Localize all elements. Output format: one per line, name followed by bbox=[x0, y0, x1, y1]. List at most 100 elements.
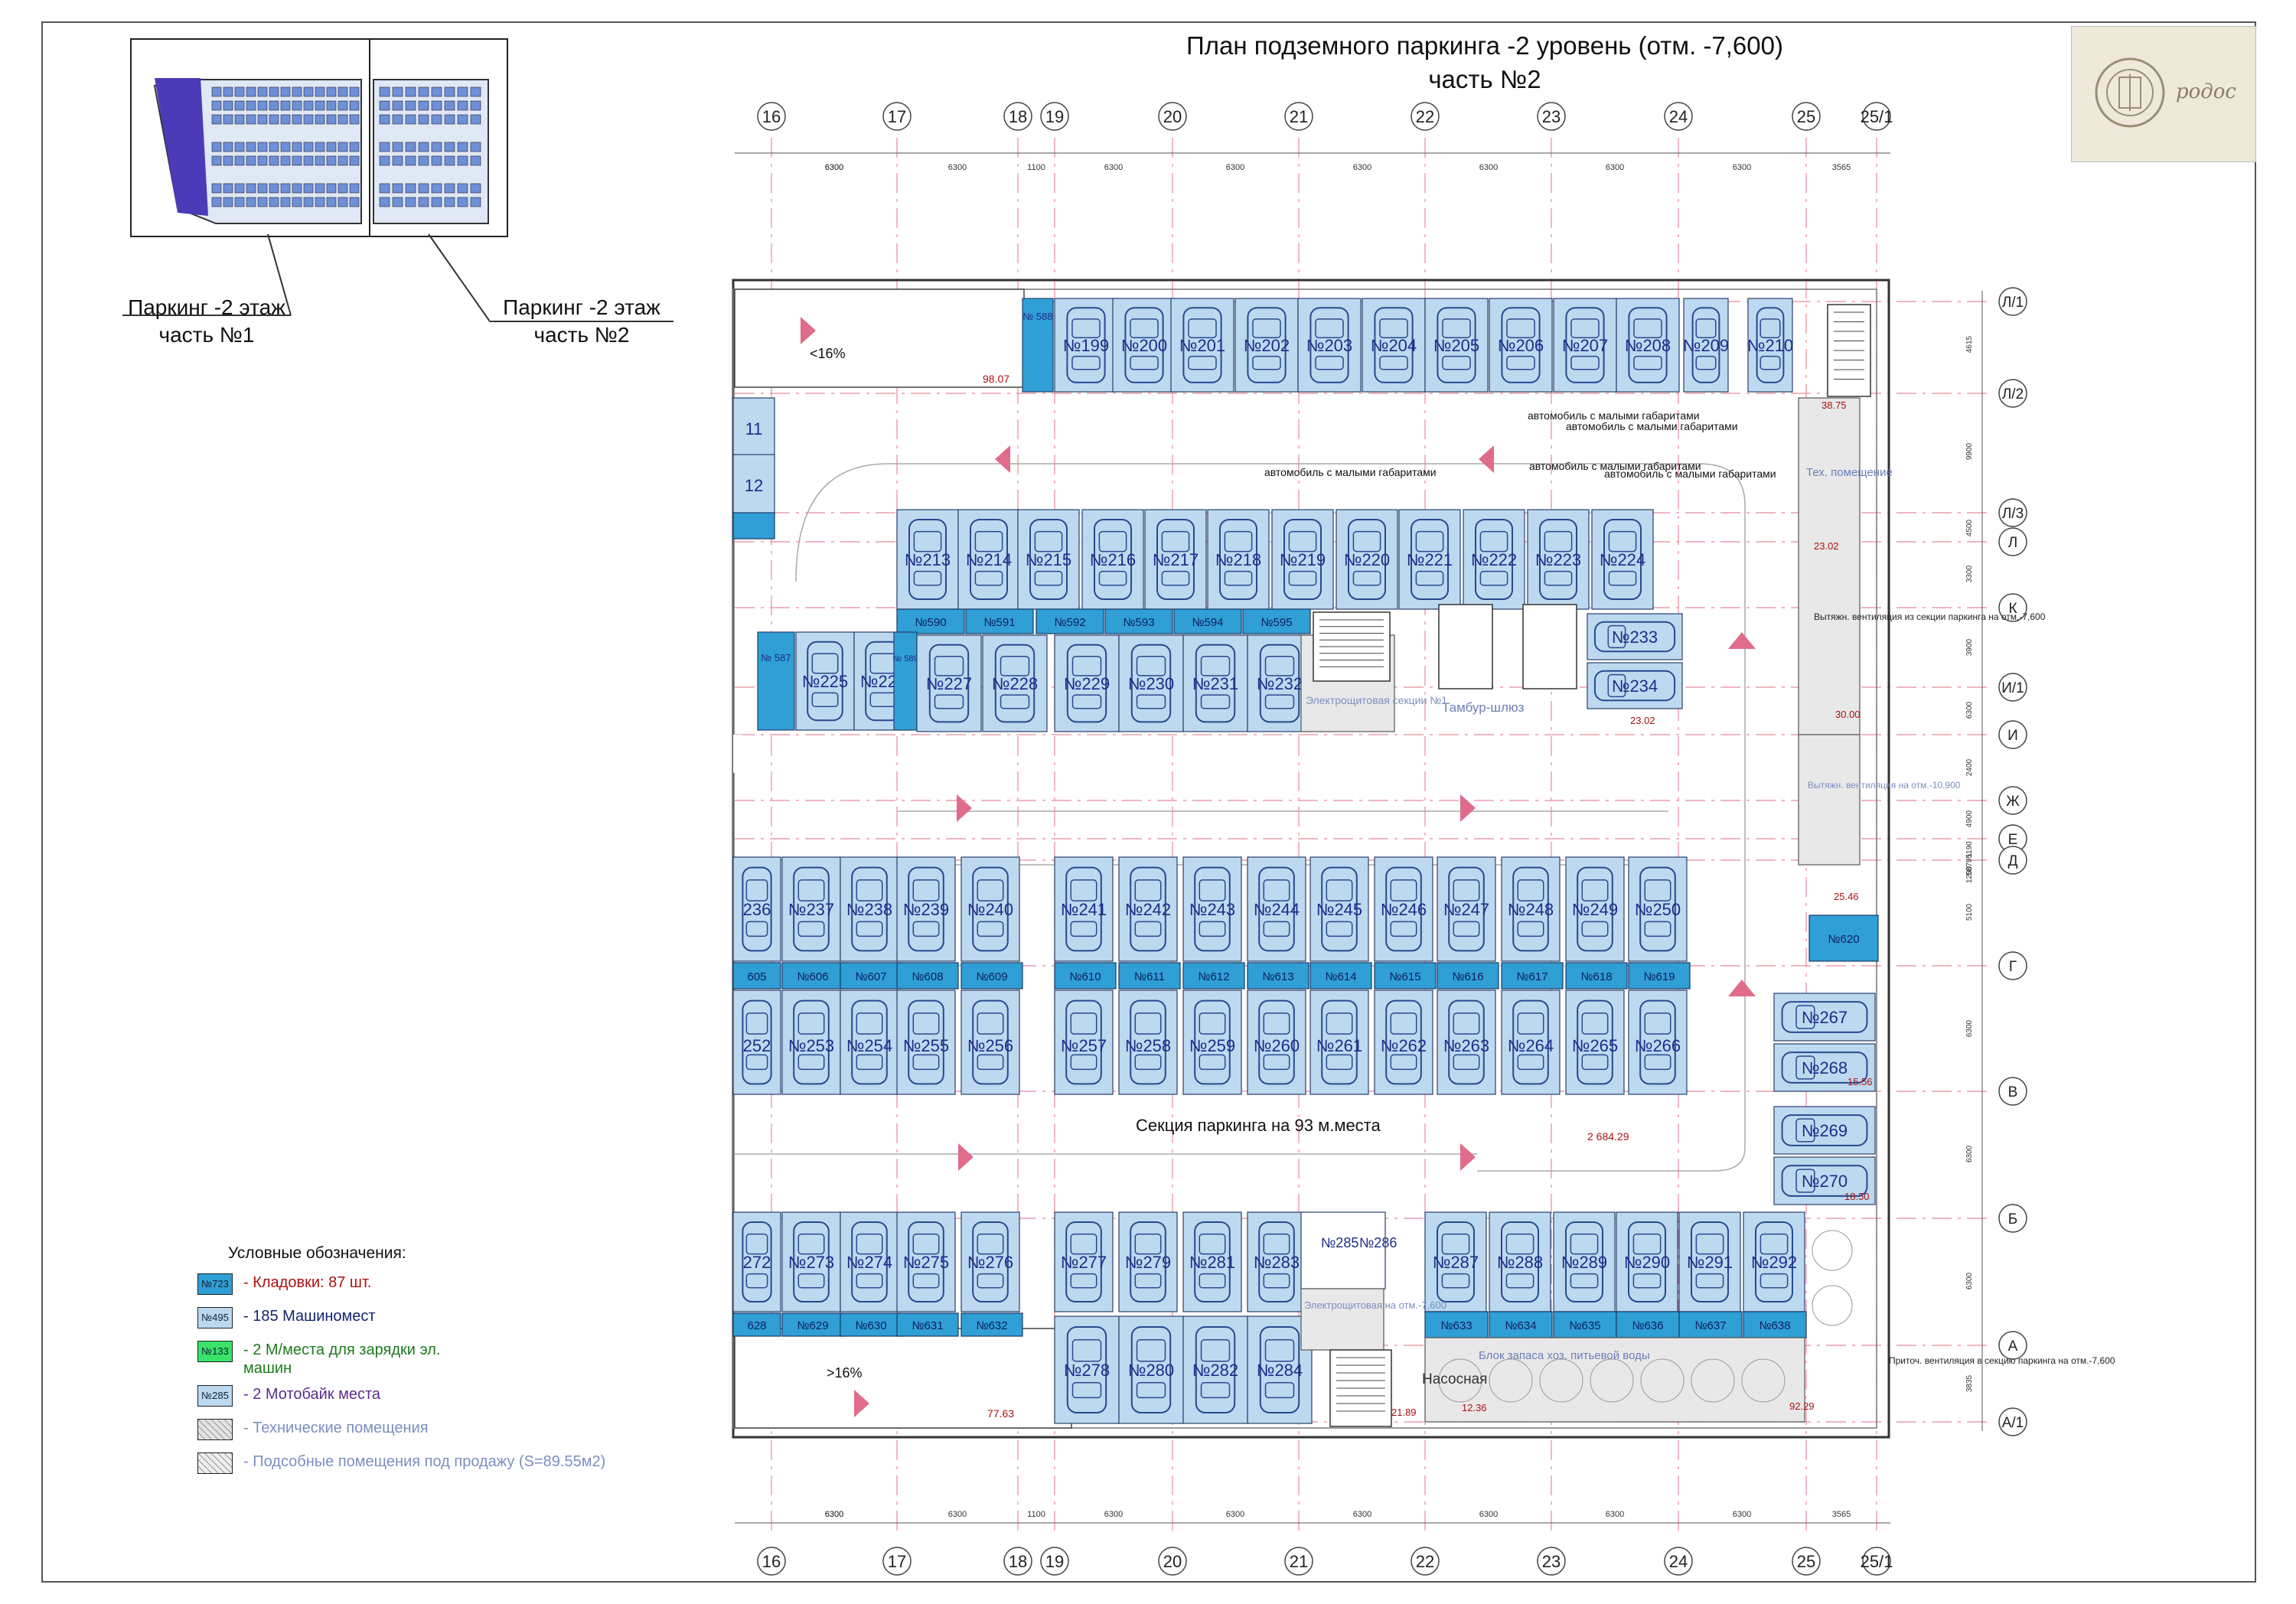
room-label-tambour: Тамбур-шлюз bbox=[1442, 700, 1525, 715]
parking-stall-label: №260 bbox=[1254, 1036, 1300, 1055]
key-plan-cell bbox=[457, 100, 468, 111]
car-windshield-icon bbox=[1760, 1233, 1789, 1255]
legend-item: №495- 185 Машиномест bbox=[197, 1307, 605, 1341]
parking-stall-label: №220 bbox=[1344, 550, 1390, 569]
parking-stall-box bbox=[1247, 989, 1306, 1095]
span-dim-top: 1100 bbox=[1027, 163, 1045, 172]
storage-unit-box bbox=[1242, 608, 1311, 634]
car-outline-icon bbox=[1182, 307, 1222, 383]
parking-stall: №216 bbox=[1081, 509, 1144, 610]
span-dim-top: 6300 bbox=[825, 163, 843, 172]
axis-label: К bbox=[2008, 601, 2017, 617]
key-plan-cell bbox=[257, 155, 268, 166]
car-windshield-icon bbox=[1453, 879, 1480, 901]
key-plan-cell bbox=[444, 197, 455, 207]
small-car-note: автомобиль с малыми габаритами bbox=[1604, 468, 1776, 480]
car-rear-window-icon bbox=[1252, 355, 1281, 370]
parking-stall-box bbox=[795, 631, 855, 731]
parking-stall: №221 bbox=[1398, 509, 1461, 610]
area-label: 77.63 bbox=[987, 1407, 1014, 1420]
car-windshield-icon bbox=[1644, 1012, 1671, 1035]
car-rear-window-icon bbox=[1581, 1054, 1609, 1071]
car-outline-icon bbox=[1639, 866, 1676, 952]
car-rear-window-icon bbox=[1442, 355, 1471, 370]
row-dim: 1190 bbox=[1965, 841, 1974, 858]
traffic-arrow-icon bbox=[958, 1143, 974, 1171]
key-plan-cell bbox=[315, 86, 325, 97]
car-outline-icon bbox=[1691, 1221, 1729, 1302]
car-windshield-icon bbox=[1379, 318, 1408, 338]
small-car-note: автомобиль с малыми габаритами bbox=[1264, 466, 1437, 478]
key-plan-cell bbox=[292, 183, 302, 194]
parking-stall-box bbox=[1297, 298, 1362, 393]
car-windshield-icon bbox=[1136, 1339, 1166, 1362]
parking-stall: №220 bbox=[1336, 509, 1398, 610]
key-plan-part-1 bbox=[130, 38, 370, 237]
traffic-arrow-icon bbox=[1728, 980, 1756, 996]
storage-unit-label: №615 bbox=[1389, 970, 1420, 983]
car-outline-icon bbox=[807, 641, 843, 722]
storage-unit-label: №637 bbox=[1694, 1319, 1726, 1332]
key-plan-cell bbox=[405, 197, 416, 207]
ramp-arrow-icon bbox=[854, 1390, 869, 1417]
car-rear-window-icon bbox=[1264, 1382, 1295, 1399]
parking-stall: №218 bbox=[1207, 509, 1270, 610]
storage-unit: №591 bbox=[965, 608, 1034, 634]
parking-stall-label: 12 bbox=[745, 476, 763, 495]
key-plan-cell bbox=[431, 100, 442, 111]
area-label: 23.02 bbox=[1630, 715, 1655, 726]
car-outline-icon bbox=[1639, 999, 1676, 1085]
parking-stall: №292 bbox=[1743, 1211, 1805, 1312]
key-plan-cell bbox=[326, 183, 337, 194]
area-label: 25.46 bbox=[1834, 891, 1859, 902]
parking-stall-label: №202 bbox=[1244, 336, 1290, 355]
parking-stall: №239 bbox=[896, 856, 956, 962]
key-plan-cell bbox=[338, 155, 348, 166]
key-plan-cell bbox=[223, 100, 233, 111]
car-outline-icon bbox=[1258, 999, 1295, 1085]
car-windshield-icon bbox=[1390, 1012, 1417, 1035]
car-rear-window-icon bbox=[1070, 921, 1097, 937]
key-plan-cell bbox=[349, 183, 360, 194]
car-windshield-icon bbox=[1632, 1233, 1662, 1255]
parking-stall-label: №213 bbox=[905, 550, 951, 569]
key-plan-cell bbox=[405, 155, 416, 166]
car-outline-icon bbox=[1437, 1221, 1475, 1302]
storage-unit-label: №632 bbox=[976, 1319, 1007, 1332]
parking-stall: № 589 bbox=[892, 631, 918, 731]
ramp-top bbox=[734, 289, 1025, 388]
parking-stall: №227 bbox=[916, 634, 982, 732]
parking-stall-box bbox=[1118, 989, 1178, 1095]
parking-stall: №229 bbox=[1054, 634, 1120, 732]
parking-stall-box bbox=[893, 631, 918, 731]
key-plan-cell bbox=[457, 155, 468, 166]
parking-stall-box bbox=[957, 509, 1020, 610]
car-outline-icon bbox=[1124, 307, 1164, 383]
car-outline-icon bbox=[1756, 307, 1785, 383]
car-rear-window-icon bbox=[1199, 921, 1226, 937]
axis-label: И bbox=[2007, 728, 2018, 744]
water-tank-icon bbox=[1438, 1358, 1482, 1403]
axis-bubble bbox=[1284, 1547, 1313, 1576]
key-plan-cell bbox=[392, 114, 403, 125]
legend-items: №723- Кладовки: 87 шт.№495- 185 Машиноме… bbox=[197, 1273, 605, 1486]
car-windshield-icon bbox=[1200, 655, 1231, 676]
storage-unit-box bbox=[1743, 1311, 1807, 1338]
car-windshield-icon bbox=[1071, 1339, 1102, 1362]
parking-stall-box bbox=[1309, 856, 1369, 962]
car-windshield-icon bbox=[1506, 318, 1535, 338]
key-plan-cell bbox=[444, 100, 455, 111]
car-rear-window-icon bbox=[1070, 1054, 1097, 1071]
water-tank-icon bbox=[1812, 1285, 1853, 1326]
parking-stall: №208 bbox=[1616, 298, 1680, 393]
storage-unit-label: №610 bbox=[1069, 970, 1101, 983]
parking-stall-box bbox=[1118, 1315, 1184, 1424]
parking-stall: №264 bbox=[1501, 989, 1561, 1095]
parking-stall: №280 bbox=[1118, 1315, 1184, 1424]
car-outline-icon bbox=[1309, 307, 1349, 383]
traffic-arrow-icon bbox=[995, 445, 1010, 473]
storage-unit-box bbox=[1035, 608, 1104, 634]
axis-bubble bbox=[1862, 1547, 1891, 1576]
parking-stall: №230 bbox=[1118, 634, 1184, 732]
